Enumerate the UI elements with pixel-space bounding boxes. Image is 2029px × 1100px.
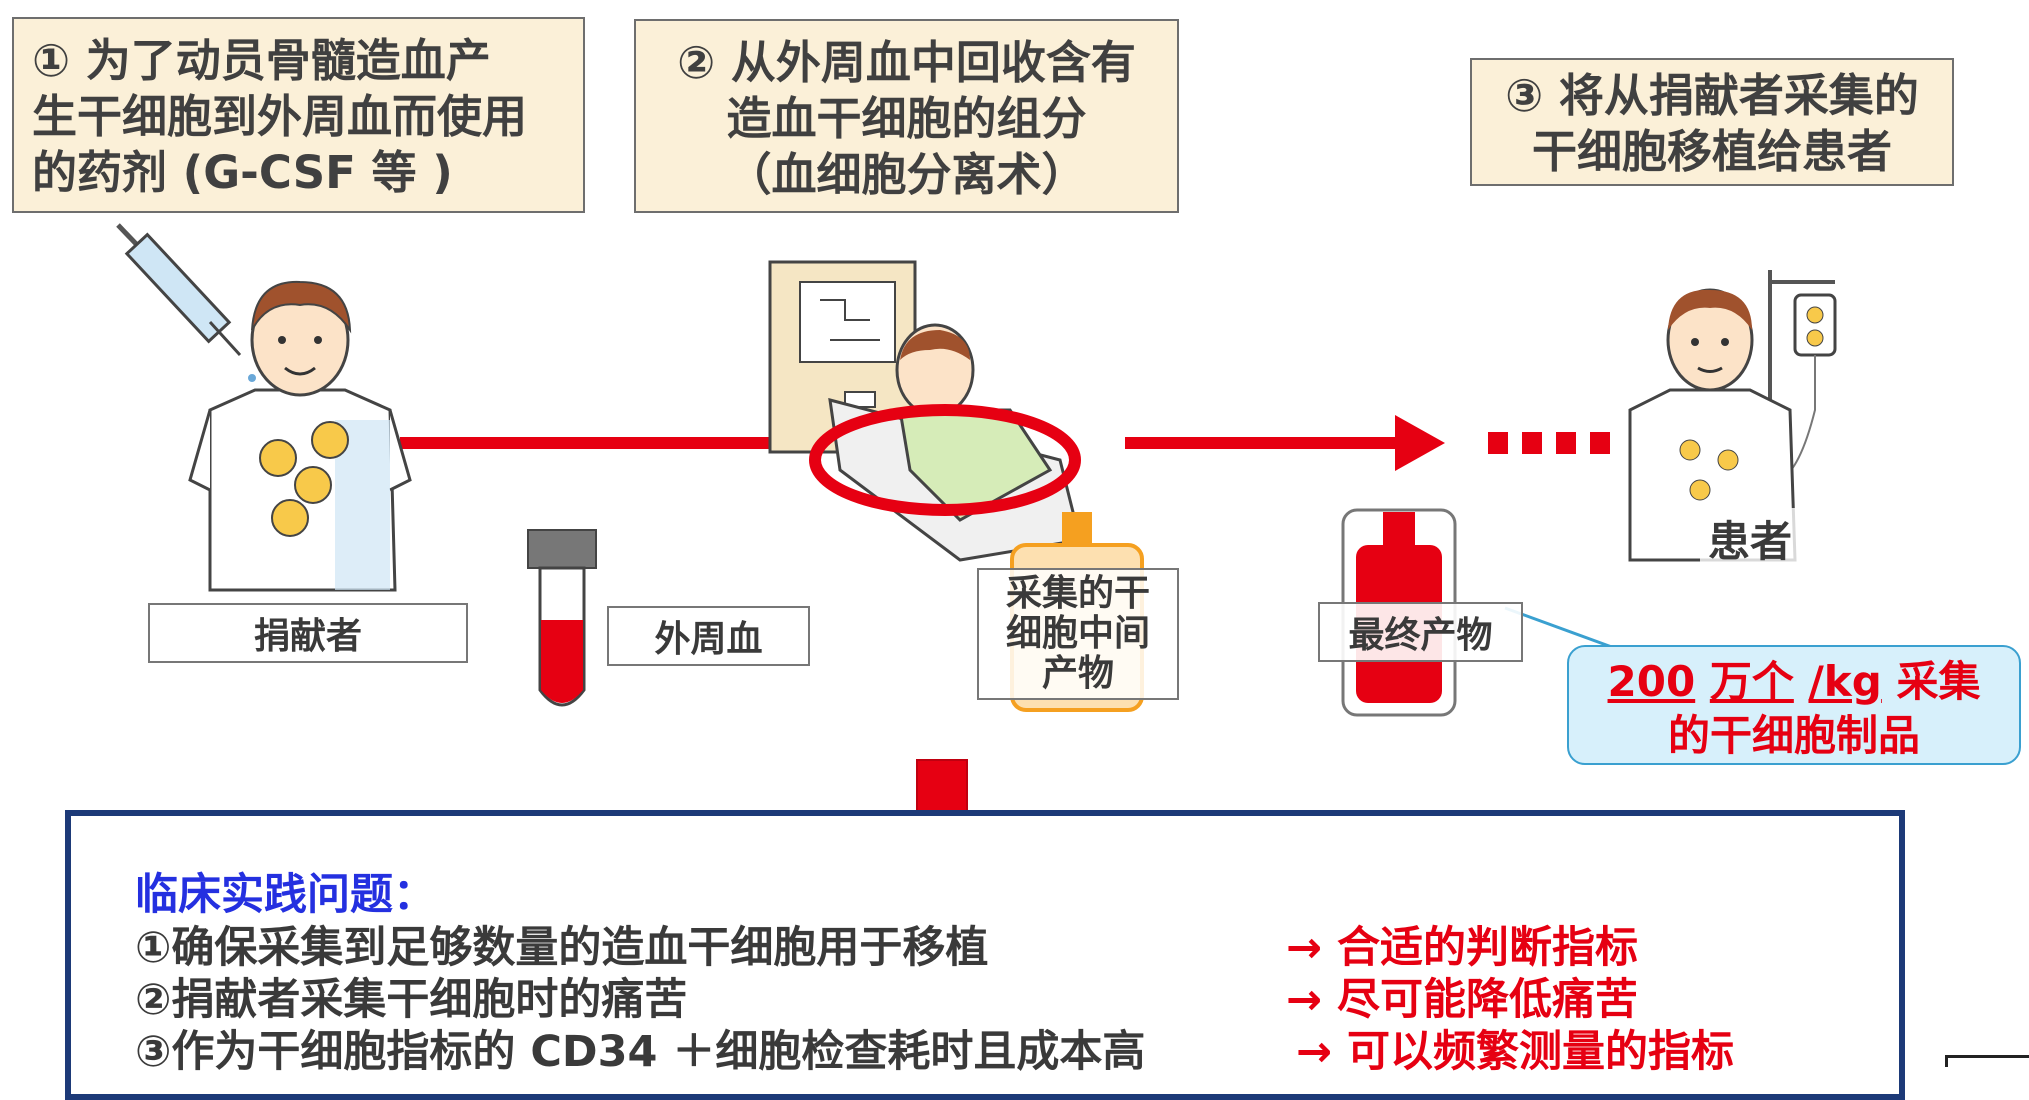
- intermediate-line-2: 细胞中间: [1005, 613, 1150, 654]
- step-1-line-3: 的药剂 (G-CSF 等 ): [32, 146, 453, 199]
- step-3-line-1: ③ 将从捐献者采集的: [1505, 69, 1919, 122]
- step-2-line-3: （血细胞分离术）: [726, 148, 1087, 201]
- clinical-issues-panel: 临床实践问题： ①确保采集到足够数量的造血干细胞用于移植 → 合适的判断指标 ②…: [65, 810, 1905, 1100]
- step-1-box: ① 为了动员骨髓造血产 生干细胞到外周血而使用 的药剂 (G-CSF 等 ): [12, 17, 585, 213]
- intermediate-line-1: 采集的干: [1005, 573, 1150, 614]
- final-label: 最终产物: [1318, 602, 1523, 662]
- callout-line-2: 的干细胞制品: [1667, 711, 1920, 760]
- issue-1-text: ①确保采集到足够数量的造血干细胞用于移植: [135, 923, 989, 973]
- corner-box-fragment: [1945, 1055, 2029, 1067]
- test-tube-icon: [527, 529, 597, 707]
- syringe-icon: [116, 223, 261, 395]
- donor-label: 捐献者: [148, 603, 468, 663]
- dose-callout: 200 万个 /kg 采集 的干细胞制品: [1567, 645, 2021, 765]
- issue-2-text: ②捐献者采集干细胞时的痛苦: [135, 975, 688, 1025]
- dotted-line: [1488, 432, 1610, 454]
- step-2-line-1: ② 从外周血中回收含有: [677, 36, 1136, 89]
- patient-label: 患者: [1700, 508, 1800, 566]
- step-2-line-2: 造血干细胞的组分: [726, 92, 1087, 145]
- donor-figure: [188, 280, 412, 592]
- callout-tail: 采集: [1896, 657, 1981, 706]
- issue-3-text: ③作为干细胞指标的 CD34 ＋细胞检查耗时且成本高: [135, 1027, 1146, 1077]
- intermediate-line-3: 产物: [1041, 653, 1114, 694]
- flow-arrowhead: [1395, 415, 1445, 471]
- step-3-box: ③ 将从捐献者采集的 干细胞移植给患者: [1470, 58, 1954, 186]
- step-2-box: ② 从外周血中回收含有 造血干细胞的组分 （血细胞分离术）: [634, 19, 1179, 213]
- issue-2-result: → 尽可能降低痛苦: [1286, 975, 1638, 1025]
- callout-number: 200: [1607, 657, 1696, 706]
- collection-ring: [809, 404, 1081, 516]
- callout-pointer: [1504, 606, 1621, 652]
- blood-label: 外周血: [607, 606, 810, 666]
- issues-title: 临床实践问题：: [135, 870, 436, 920]
- callout-unit-2: /kg: [1808, 657, 1882, 706]
- step-3-line-2: 干细胞移植给患者: [1531, 125, 1892, 178]
- issue-1-result: → 合适的判断指标: [1286, 923, 1638, 973]
- step-1-line-2: 生干细胞到外周血而使用: [32, 90, 528, 143]
- patient-in-bed: [828, 323, 1082, 562]
- intermediate-label: 采集的干 细胞中间 产物: [977, 568, 1179, 700]
- step-1-line-1: ① 为了动员骨髓造血产: [32, 34, 491, 87]
- issue-3-result: → 可以频繁测量的指标: [1296, 1027, 1734, 1077]
- callout-unit-1: 万个: [1709, 657, 1794, 706]
- callout-line-1: 200 万个 /kg 采集: [1569, 655, 2019, 709]
